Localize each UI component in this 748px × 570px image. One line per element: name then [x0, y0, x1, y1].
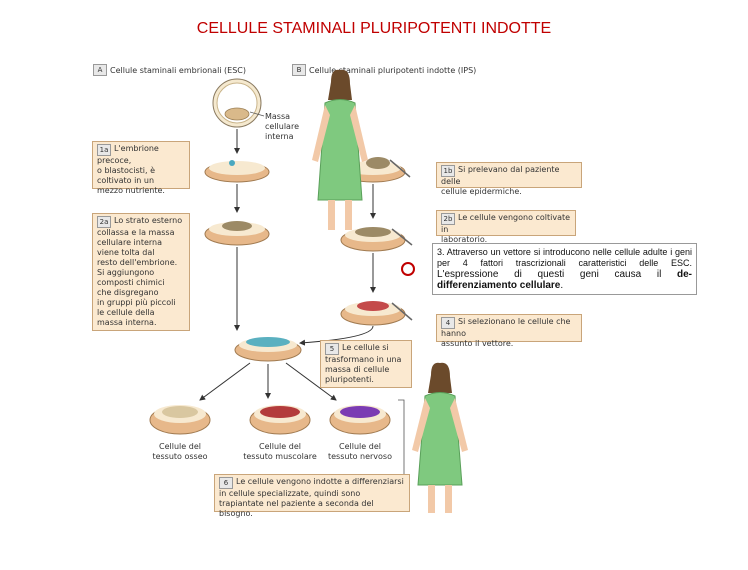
nerve-label-1: Cellule del: [339, 442, 381, 451]
patient-figure-top: [312, 69, 368, 230]
dish-3: [340, 301, 413, 326]
step-6-badge: 6: [219, 477, 233, 489]
step-1b-line-2: cellule epidermiche.: [441, 187, 522, 196]
dish-2b: [340, 227, 413, 252]
step-1a-line-2: o blastocisti, è: [97, 166, 155, 175]
step-2a-line-5: resto dell'embrione.: [97, 258, 178, 267]
step-3-callout: 3. Attraverso un vettore si introducono …: [432, 243, 697, 295]
step-2a-line-7: composti chimici: [97, 278, 165, 287]
step-4-line-1: Si selezionano le cellule che hanno: [441, 317, 571, 338]
nerve-label-2: tessuto nervoso: [327, 452, 392, 461]
step-2a-line-10: le cellule della: [97, 308, 155, 317]
bone-label-2: tessuto osseo: [152, 452, 208, 461]
step-1a-line-4: mezzo nutriente.: [97, 186, 165, 195]
step-2a-badge: 2a: [97, 216, 111, 228]
step-5-badge: 5: [325, 343, 339, 355]
step-2a-line-3: cellulare interna: [97, 238, 163, 247]
section-b-label: Cellule staminali pluripotenti indotte (…: [309, 66, 477, 75]
step-3-text-3: de-differenziamento cellulare: [437, 269, 692, 291]
section-a-label: Cellule staminali embrionali (ESC): [110, 66, 247, 75]
bone-label-1: Cellule del: [159, 442, 201, 451]
step-3-text-1: 3. Attraverso un vettore si introducono …: [437, 247, 692, 268]
step-1b-badge: 1b: [441, 165, 455, 177]
step-4-badge: 4: [441, 317, 455, 329]
muscle-label-1: Cellule del: [259, 442, 301, 451]
step-1a-badge: 1a: [97, 144, 111, 156]
step-2a-line-1: Lo strato esterno: [114, 216, 183, 225]
mass-label-line-1: Massa: [265, 112, 291, 121]
step-6-line-2: in cellule specializzate, quindi sono: [219, 489, 361, 498]
step-5-line-2: trasformano in una: [325, 355, 402, 364]
step-2a-line-2: collassa e la massa: [97, 228, 175, 237]
step-3-text-2: L'espressione di questi geni causa il: [437, 269, 677, 280]
step-2b-line-2: laboratorio.: [441, 235, 488, 244]
dish-nerve: [329, 405, 391, 435]
step-5-line-4: pluripotenti.: [325, 375, 374, 384]
step-4-line-2: assunto il vettore.: [441, 339, 514, 348]
dish-muscle: [249, 405, 311, 435]
section-a-badge: A: [93, 64, 107, 76]
page-title: CELLULE STAMINALI PLURIPOTENTI INDOTTE: [196, 20, 552, 37]
dish-5-pluripotent: [234, 337, 302, 362]
step-2a-line-6: Si aggiungono: [97, 268, 155, 277]
step-2a-line-4: viene tolta dal: [97, 248, 155, 257]
step-5-line-3: massa di cellule: [325, 365, 390, 374]
step-2a-line-9: in gruppi più piccoli: [97, 298, 176, 307]
mass-label-line-3: interna: [265, 132, 294, 141]
step-2a-line-11: massa interna.: [97, 318, 157, 327]
step-1b-line-1: Si prelevano dal paziente delle: [441, 165, 560, 186]
step-6-line-1: Le cellule vengono indotte a differenzia…: [236, 477, 404, 486]
dish-1a: [204, 160, 270, 183]
step-3-text-4: .: [560, 280, 564, 291]
step-3-marker: [401, 262, 415, 276]
step-1a-line-1: L'embrione precoce,: [97, 144, 159, 165]
dish-bone: [149, 405, 211, 435]
step-5-line-1: Le cellule si: [342, 343, 389, 352]
patient-figure-bottom: [412, 362, 468, 513]
step-2b-line-1: Le cellule vengono coltivate in: [441, 213, 571, 234]
step-6-line-3: trapiantate nel paziente a seconda del b…: [219, 499, 374, 518]
mass-label-line-2: cellulare: [265, 122, 299, 131]
step-1a-line-3: coltivato in un: [97, 176, 155, 185]
step-2a-line-8: che disgregano: [97, 288, 159, 297]
section-b-badge: B: [292, 64, 306, 76]
mass-pointer-line: [249, 111, 265, 117]
step-2b-badge: 2b: [441, 213, 455, 225]
muscle-label-2: tessuto muscolare: [243, 452, 317, 461]
dish-2a: [204, 221, 270, 246]
blastocyst-illustration: [212, 78, 262, 128]
